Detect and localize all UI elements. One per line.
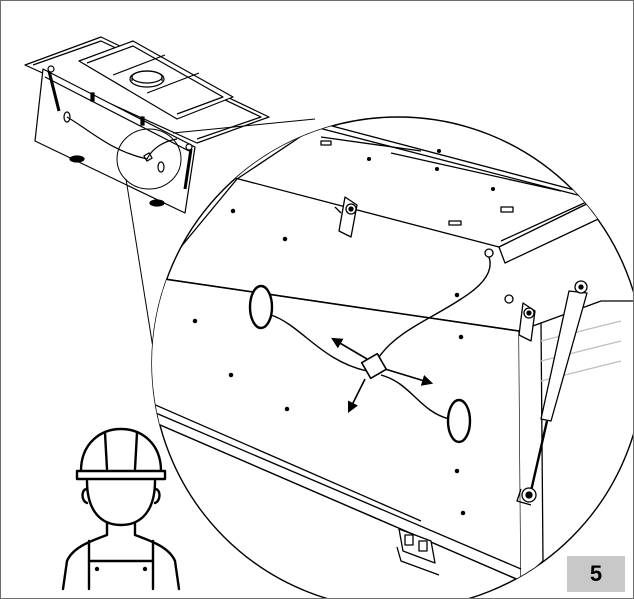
- wiring-detail: [248, 256, 491, 444]
- hood-overview: [24, 36, 270, 214]
- gas-strut: [516, 280, 588, 506]
- bottom-latch: [396, 528, 440, 576]
- hinge-bracket-right: [504, 294, 536, 342]
- detail-magnification: [151, 116, 633, 598]
- technician-with-hard-hat-icon: [61, 427, 181, 591]
- step-number-badge: 5: [567, 556, 625, 592]
- zoom-leader-lines: [125, 118, 316, 374]
- hinge-bracket-left: [334, 196, 358, 238]
